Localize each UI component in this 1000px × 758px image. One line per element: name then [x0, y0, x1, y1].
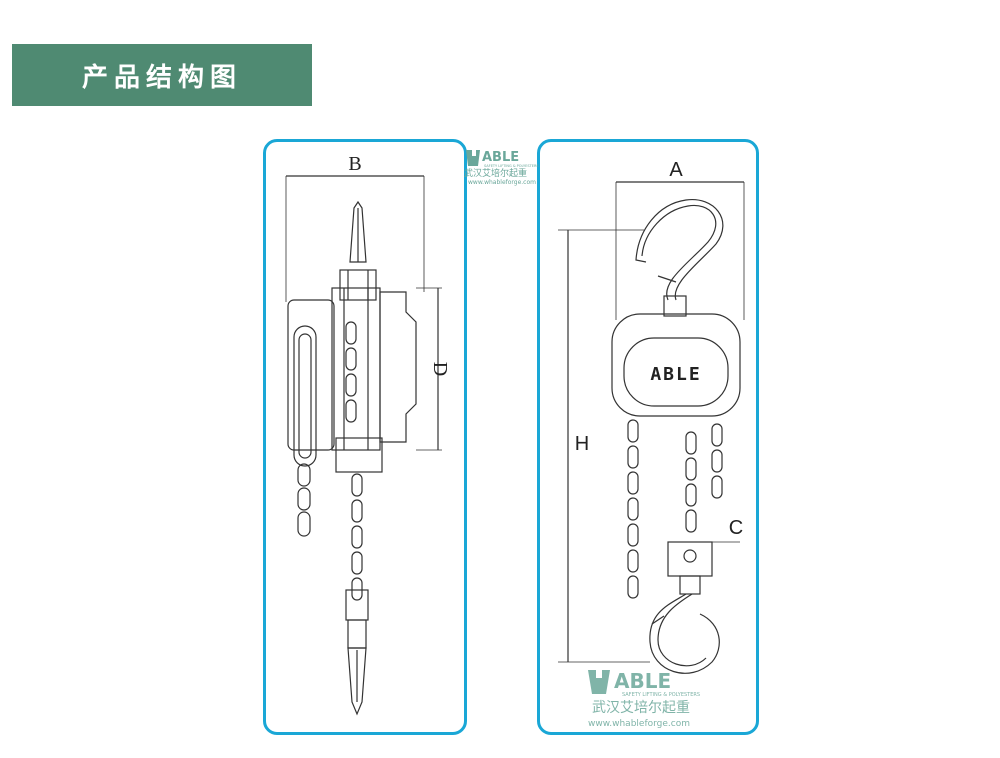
side-view-drawing: B D	[285, 153, 451, 716]
section-title: 产品结构图	[81, 62, 242, 93]
watermark-top-tagline: SAFETY LIFTING & POLYESTERS	[484, 164, 539, 168]
dimension-b-label: B	[348, 153, 361, 175]
watermark-top-url: www.whableforge.com	[468, 179, 536, 186]
watermark-logo-icon	[588, 670, 610, 694]
watermark-logo-icon	[466, 150, 480, 166]
watermark-bottom: ABLE SAFETY LIFTING & POLYESTERS 武汉艾培尔起重…	[588, 669, 700, 729]
front-view-panel: A H C ABLE	[537, 139, 759, 735]
dimension-d-label: D	[429, 362, 451, 376]
watermark-top-brand: ABLE	[482, 150, 519, 165]
section-banner: 产品结构图	[12, 44, 312, 106]
brand-plate-label: ABLE	[650, 364, 701, 385]
watermark-bottom-tagline: SAFETY LIFTING & POLYESTERS	[622, 692, 700, 698]
watermark-top-company: 武汉艾培尔起重	[464, 167, 527, 179]
watermark-top: ABLE SAFETY LIFTING & POLYESTERS 武汉艾培尔起重…	[464, 150, 539, 186]
front-view-drawing: A H C ABLE	[558, 159, 745, 674]
watermark-bottom-brand: ABLE	[614, 669, 671, 693]
dimension-a-label: A	[669, 159, 683, 181]
watermark-bottom-url: www.whableforge.com	[588, 719, 690, 729]
side-view-panel: B D	[263, 139, 467, 735]
watermark-bottom-company: 武汉艾培尔起重	[592, 700, 690, 716]
dimension-h-label: H	[575, 433, 589, 455]
dimension-c-label: C	[729, 517, 743, 539]
